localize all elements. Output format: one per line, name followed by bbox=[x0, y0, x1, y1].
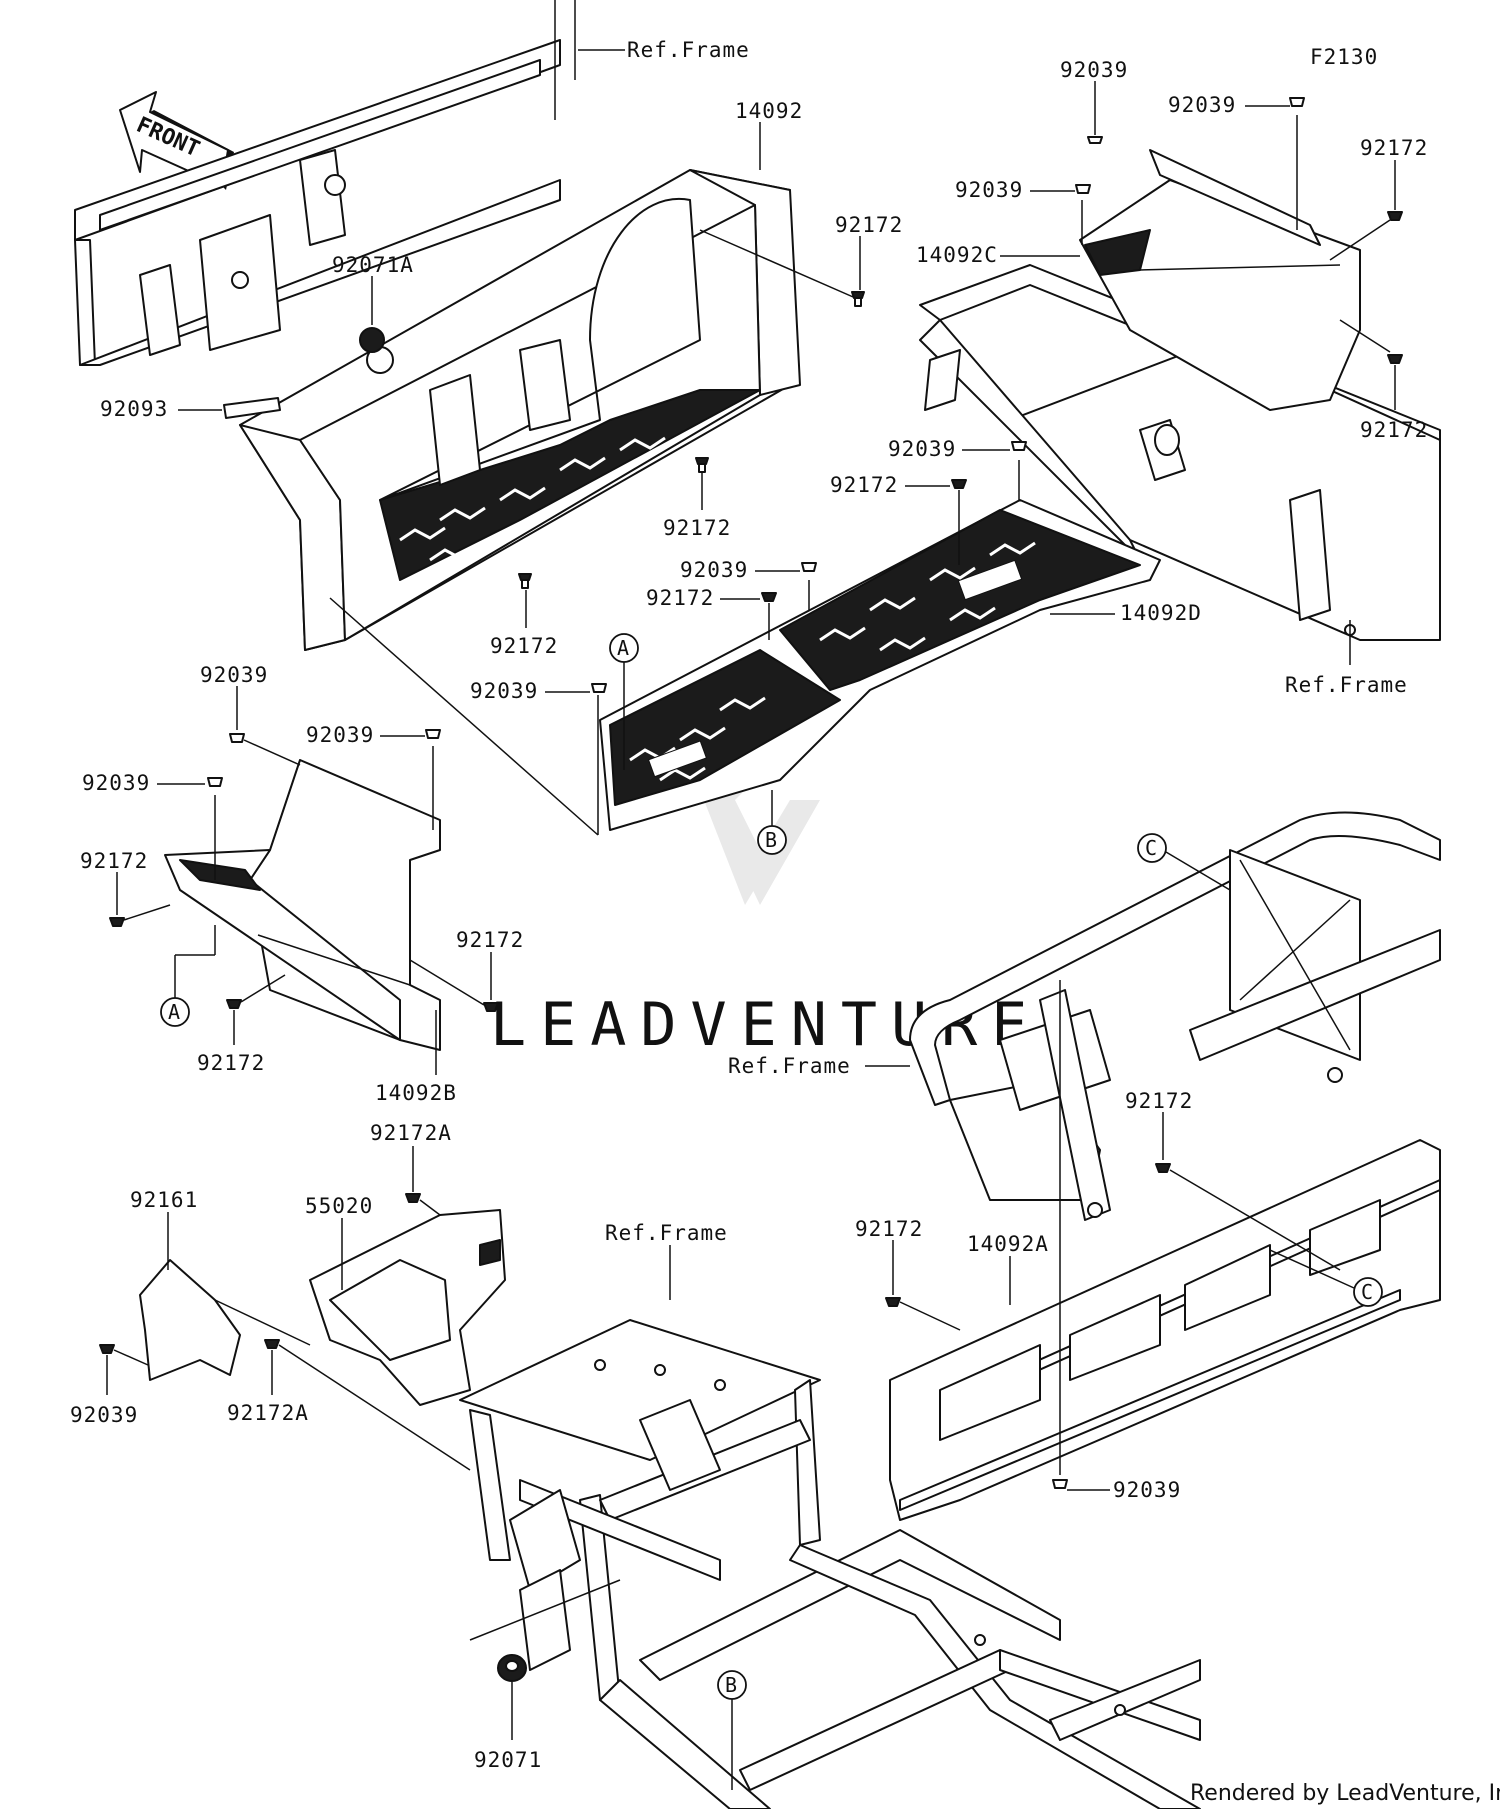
clip-92172-mid bbox=[695, 457, 709, 473]
clip-icon bbox=[109, 917, 125, 927]
part-92172-m2: 92172 bbox=[646, 586, 714, 610]
part-14092A: 14092A bbox=[967, 1232, 1049, 1256]
ref-frame-label: Ref.Frame bbox=[728, 1054, 851, 1078]
part-92172-r2: 92172 bbox=[1360, 418, 1428, 442]
part-92039-m1: 92039 bbox=[888, 437, 956, 461]
part-92039-br: 92039 bbox=[1113, 1478, 1181, 1502]
callout-b-frame-label: B bbox=[725, 1673, 737, 1697]
part-92172-l2: 92172 bbox=[456, 928, 524, 952]
clip-icon bbox=[226, 999, 242, 1009]
part-92172-br1: 92172 bbox=[1125, 1089, 1193, 1113]
part-92071A: 92071A bbox=[332, 253, 414, 277]
part-92071: 92071 bbox=[474, 1748, 542, 1772]
roll-cage-illustration bbox=[909, 811, 1441, 1221]
rear-frame-illustration bbox=[919, 264, 1441, 641]
part-92039-r1: 92039 bbox=[1060, 58, 1128, 82]
clip-icon bbox=[483, 1002, 499, 1012]
panel-14092B bbox=[164, 759, 441, 1051]
clip-92172-top bbox=[699, 229, 865, 307]
callout-a-top-label: A bbox=[617, 636, 629, 660]
clip-icon bbox=[1387, 354, 1403, 364]
rivet-icon bbox=[1087, 136, 1103, 144]
clip-icon bbox=[1155, 1163, 1171, 1173]
part-92039-r2: 92039 bbox=[1168, 93, 1236, 117]
part-92172-mid: 92172 bbox=[663, 516, 731, 540]
ref-frame-label: Ref.Frame bbox=[1285, 673, 1408, 697]
part-14092D: 14092D bbox=[1120, 601, 1202, 625]
rivet-icon bbox=[1075, 184, 1091, 194]
part-92172-top: 92172 bbox=[835, 213, 903, 237]
floor-panel-14092 bbox=[239, 169, 801, 651]
part-92172A-bot: 92172A bbox=[227, 1401, 309, 1425]
front-frame-illustration bbox=[74, 0, 576, 366]
part-92172A-top: 92172A bbox=[370, 1121, 452, 1145]
part-92039-b1: 92039 bbox=[70, 1403, 138, 1427]
ref-frame-label: Ref.Frame bbox=[605, 1221, 728, 1245]
part-14092B: 14092B bbox=[375, 1081, 457, 1105]
clip-icon bbox=[99, 1344, 115, 1354]
clip-icon bbox=[264, 1339, 280, 1349]
callout-c-right-label: C bbox=[1361, 1280, 1373, 1304]
clip-icon bbox=[761, 592, 777, 602]
guard-92161 bbox=[139, 1259, 241, 1381]
panel-14092C bbox=[1079, 149, 1361, 411]
floor-mat-14092D bbox=[599, 499, 1161, 831]
part-92093: 92093 bbox=[100, 397, 168, 421]
part-14092: 14092 bbox=[735, 99, 803, 123]
pad-92093-icon bbox=[223, 397, 281, 419]
callout-b-mat-label: B bbox=[765, 828, 777, 852]
callout-c-top-label: C bbox=[1145, 836, 1157, 860]
rear-panel-14092A bbox=[889, 1139, 1441, 1521]
clip-icon bbox=[951, 479, 967, 489]
grommet-inner-icon bbox=[505, 1660, 519, 1672]
ref-frame-label: Ref.Frame bbox=[627, 38, 750, 62]
rivet-icon bbox=[1289, 97, 1305, 107]
part-92039-m2: 92039 bbox=[680, 558, 748, 582]
part-92039-r3: 92039 bbox=[955, 178, 1023, 202]
clip-icon bbox=[1387, 211, 1403, 221]
main-frame-illustration bbox=[459, 1319, 1201, 1809]
part-92161: 92161 bbox=[130, 1188, 198, 1212]
rivet-icon bbox=[207, 777, 223, 787]
part-92172-l1: 92172 bbox=[80, 849, 148, 873]
rivet-icon bbox=[229, 733, 245, 743]
callout-a-left-label: A bbox=[168, 1000, 180, 1024]
rivet-icon bbox=[425, 729, 441, 739]
part-55020: 55020 bbox=[305, 1194, 373, 1218]
part-92172-r1: 92172 bbox=[1360, 136, 1428, 160]
part-92172-br2: 92172 bbox=[855, 1217, 923, 1241]
clip-icon bbox=[885, 1297, 901, 1307]
callout-c-top bbox=[1137, 833, 1167, 863]
rivet-icon bbox=[801, 562, 817, 572]
part-92172-m1: 92172 bbox=[830, 473, 898, 497]
rivet-icon bbox=[1052, 1479, 1068, 1489]
part-92172-l3: 92172 bbox=[197, 1051, 265, 1075]
grommet-icon bbox=[359, 327, 385, 353]
rivet-icon bbox=[591, 683, 607, 693]
diagram-code: F2130 bbox=[1310, 45, 1378, 69]
callout-c-right bbox=[1353, 1277, 1383, 1307]
part-92039-l1: 92039 bbox=[200, 663, 268, 687]
cover-55020 bbox=[309, 1209, 506, 1406]
clip-icon bbox=[405, 1193, 421, 1203]
clip-92172-floor bbox=[518, 573, 532, 589]
part-92172-floor: 92172 bbox=[490, 634, 558, 658]
rivet-icon bbox=[1011, 441, 1027, 451]
part-92039-l2: 92039 bbox=[306, 723, 374, 747]
part-14092C: 14092C bbox=[916, 243, 998, 267]
part-92039-m3: 92039 bbox=[470, 679, 538, 703]
footer-credit: Rendered by LeadVenture, Inc. bbox=[1190, 1781, 1500, 1806]
part-92039-l3: 92039 bbox=[82, 771, 150, 795]
